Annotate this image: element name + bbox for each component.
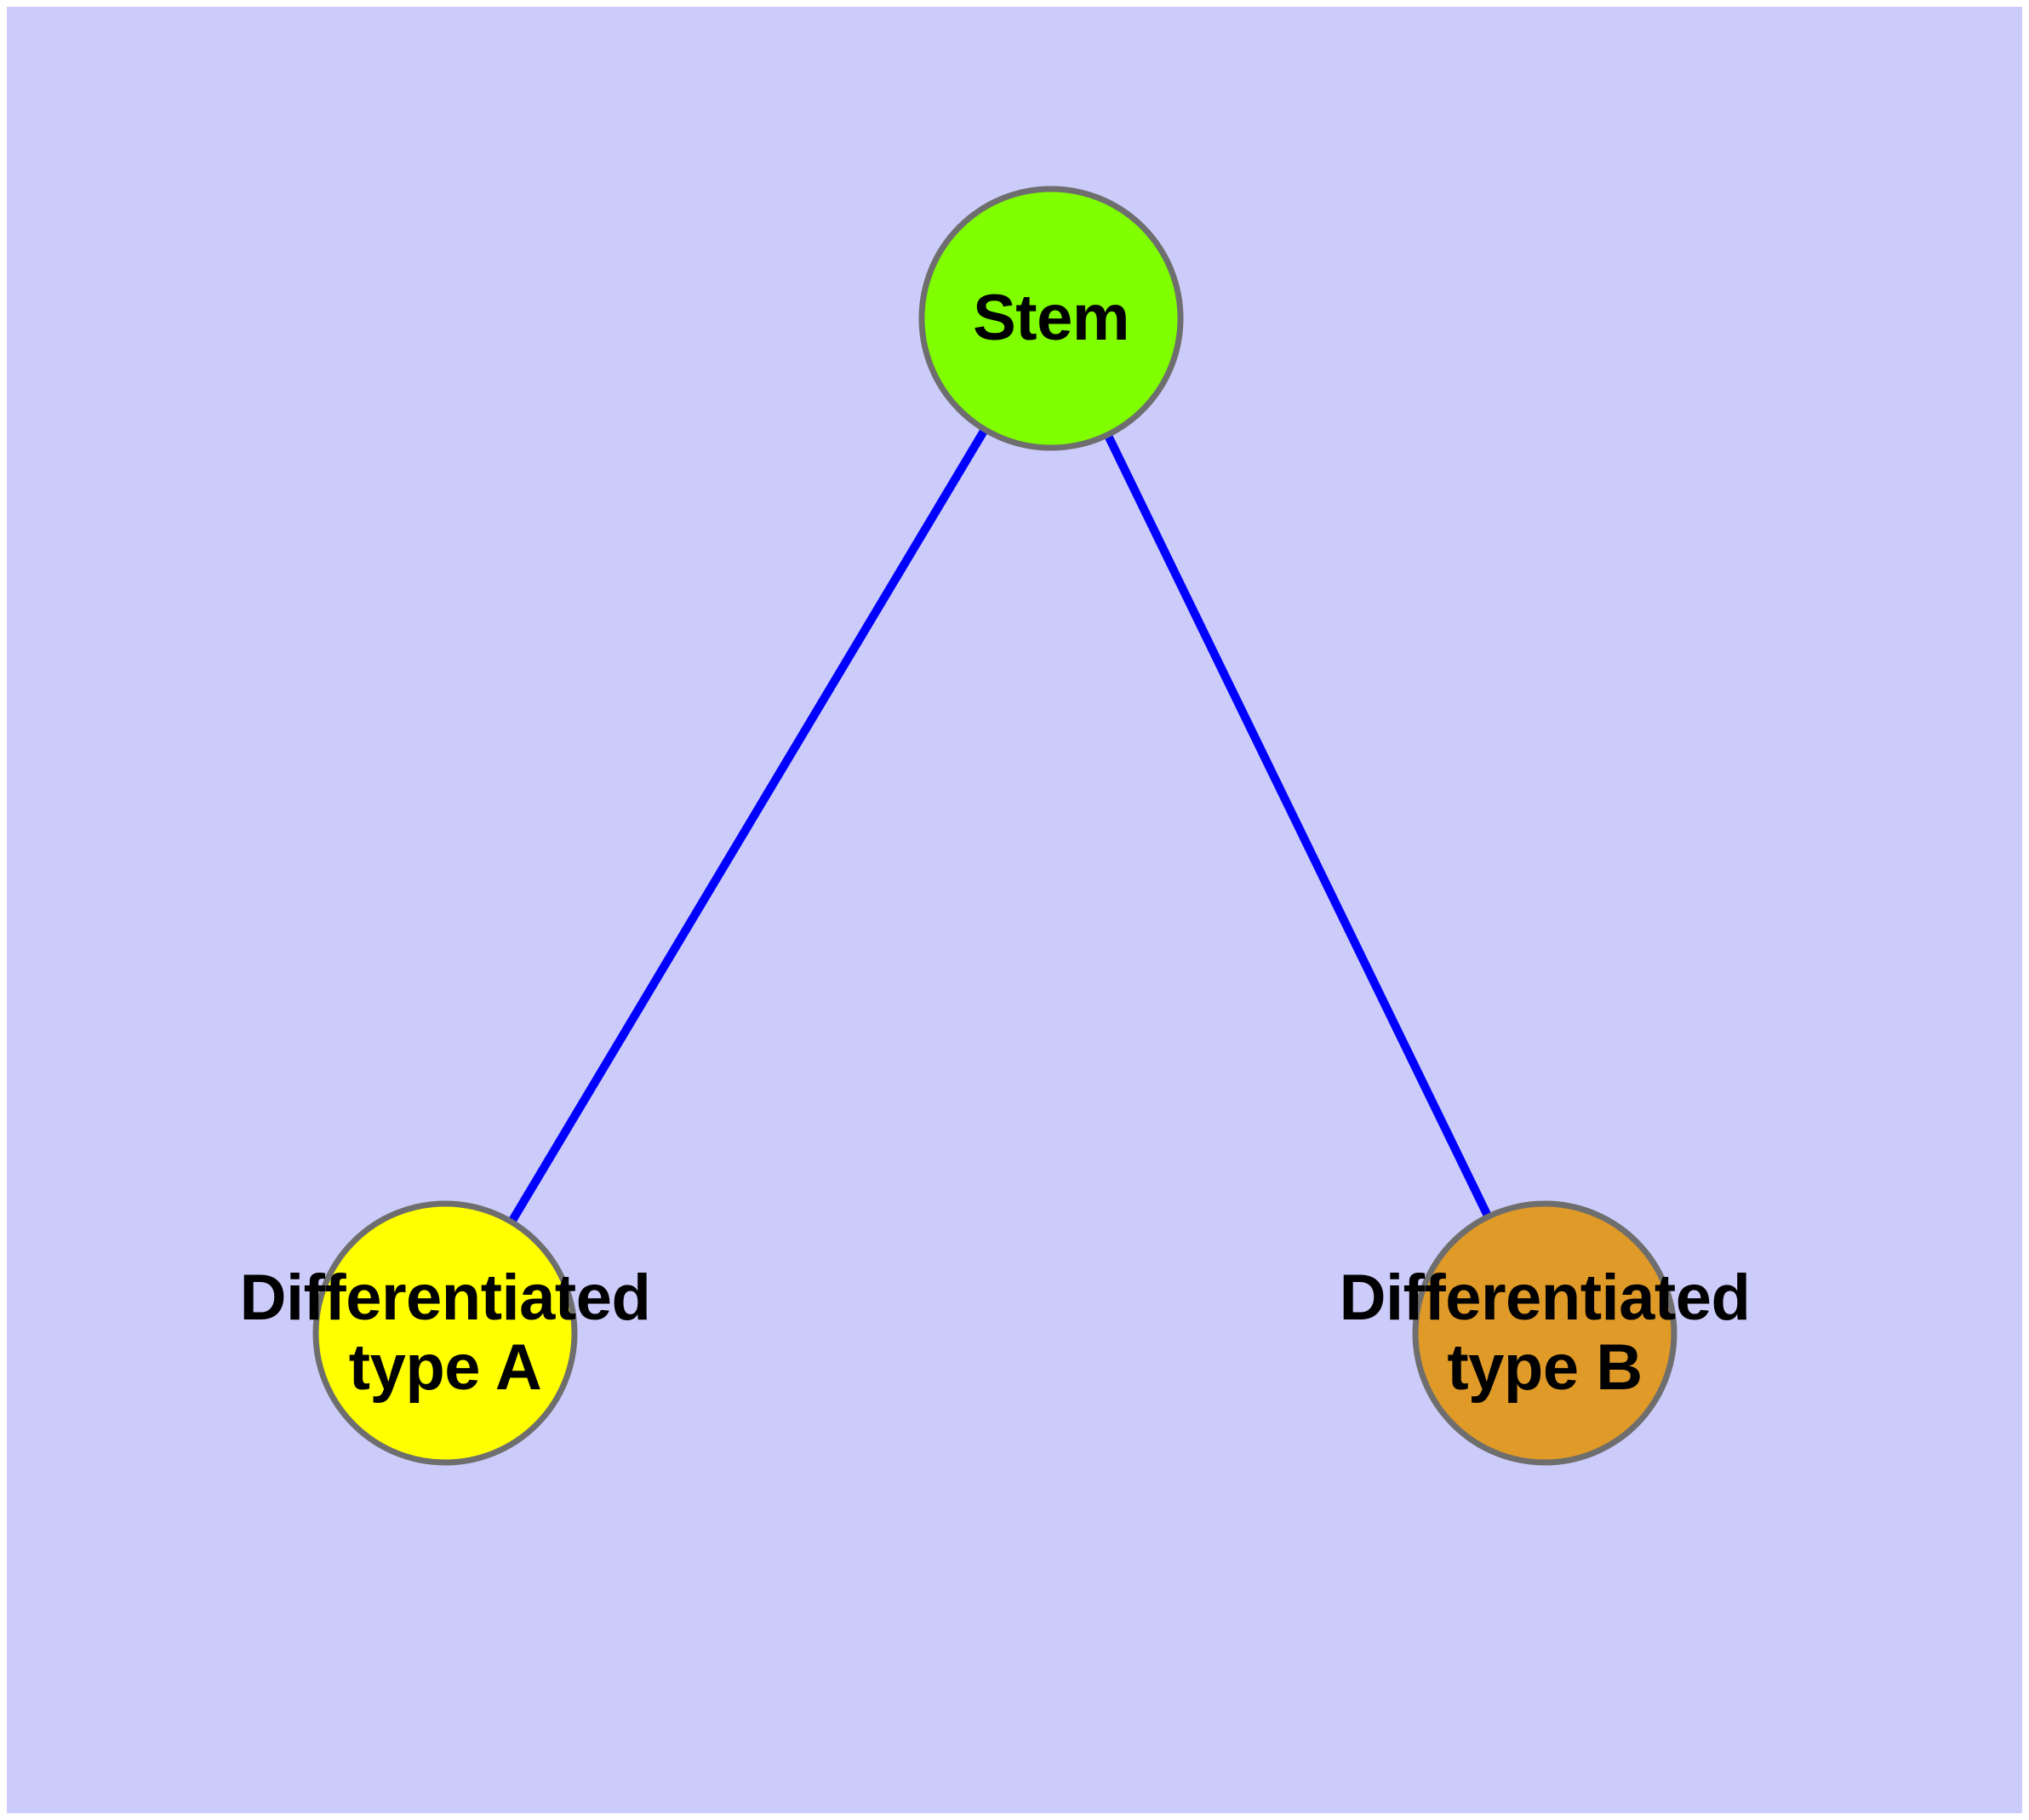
- edge-stem-a: [508, 428, 988, 1223]
- node-diff_a[interactable]: [312, 1200, 578, 1466]
- node-stem[interactable]: [918, 186, 1184, 451]
- edges-group: [508, 428, 1492, 1223]
- nodes-group: [312, 186, 1677, 1466]
- node-diff_b[interactable]: [1412, 1200, 1677, 1466]
- edge-stem-b: [1104, 434, 1492, 1217]
